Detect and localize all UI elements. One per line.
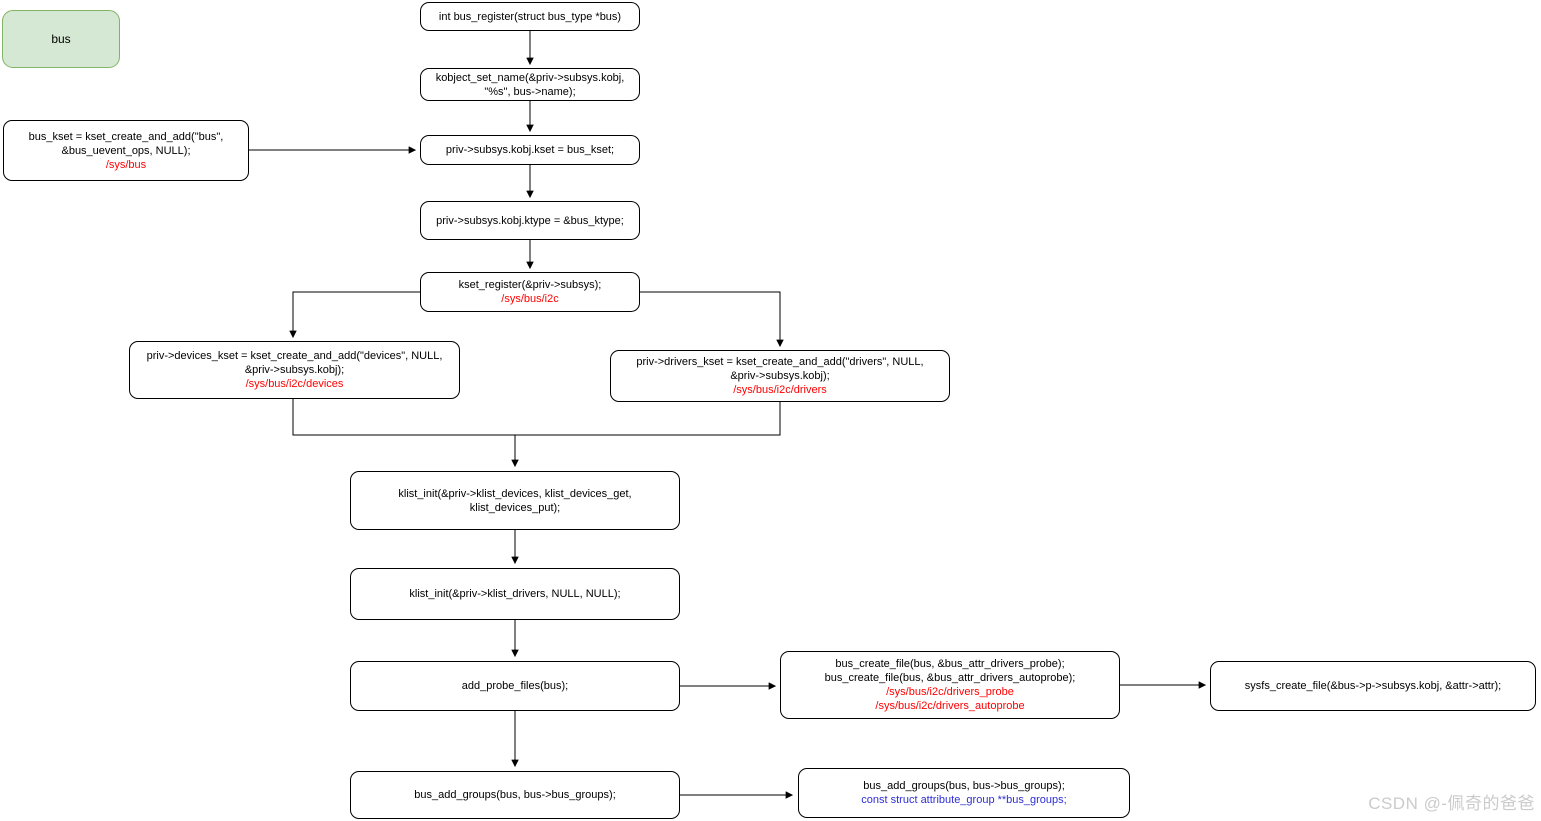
node-bus-add-groups-detail: bus_add_groups(bus, bus->bus_groups); co… [798, 768, 1130, 818]
code-line: bus_add_groups(bus, bus->bus_groups); [414, 789, 616, 801]
node-drivers-kset: priv->drivers_kset = kset_create_and_add… [610, 350, 950, 402]
node-sysfs-create-file: sysfs_create_file(&bus->p->subsys.kobj, … [1210, 661, 1536, 711]
code-line: kobject_set_name(&priv->subsys.kobj, [435, 71, 625, 84]
code-line: &priv->subsys.kobj); [730, 370, 830, 382]
node-label: bus [51, 32, 71, 46]
sysfs-path: /sys/bus/i2c/drivers [733, 384, 827, 396]
code-line: klist_devices_put); [469, 501, 561, 514]
code-line: add_probe_files(bus); [461, 680, 569, 692]
code-line: priv->subsys.kobj.kset = bus_kset; [445, 144, 615, 156]
node-devices-kset: priv->devices_kset = kset_create_and_add… [129, 341, 460, 399]
connector-ksetregister-to-deviceskset [289, 291, 420, 339]
node-bus-register: int bus_register(struct bus_type *bus) [420, 2, 640, 31]
node-kset-assign: priv->subsys.kobj.kset = bus_kset; [420, 135, 640, 165]
node-add-probe-files: add_probe_files(bus); [350, 661, 680, 711]
code-line: bus_create_file(bus, &bus_attr_drivers_a… [824, 672, 1076, 684]
sysfs-path: /sys/bus/i2c/drivers_probe [886, 686, 1014, 698]
node-bus: bus [2, 10, 120, 68]
csdn-watermark: CSDN @-佩奇的爸爸 [1368, 794, 1535, 813]
node-klist-init-drivers: klist_init(&priv->klist_drivers, NULL, N… [350, 568, 680, 620]
code-line: sysfs_create_file(&bus->p->subsys.kobj, … [1244, 680, 1502, 692]
code-line: priv->drivers_kset = kset_create_and_add… [636, 356, 924, 368]
type-annotation: const struct attribute_group **bus_group… [861, 794, 1067, 806]
sysfs-path: /sys/bus [105, 158, 147, 171]
connector-merge-devices-drivers [292, 399, 781, 436]
code-line: klist_init(&priv->klist_drivers, NULL, N… [409, 588, 621, 600]
sysfs-path: /sys/bus/i2c [501, 293, 559, 305]
node-klist-init-devices: klist_init(&priv->klist_devices, klist_d… [350, 471, 680, 530]
code-line: priv->subsys.kobj.ktype = &bus_ktype; [436, 214, 624, 227]
node-ktype-assign: priv->subsys.kobj.ktype = &bus_ktype; [420, 201, 640, 240]
node-bus-kset: bus_kset = kset_create_and_add("bus", &b… [3, 120, 249, 181]
code-line: klist_init(&priv->klist_devices, klist_d… [398, 487, 632, 500]
connector-ksetregister-to-driverskset [640, 291, 784, 348]
code-line: bus_kset = kset_create_and_add("bus", [28, 130, 224, 143]
code-line: bus_create_file(bus, &bus_attr_drivers_p… [835, 658, 1065, 670]
node-bus-add-groups: bus_add_groups(bus, bus->bus_groups); [350, 771, 680, 819]
code-line: &priv->subsys.kobj); [244, 364, 345, 376]
node-kset-register: kset_register(&priv->subsys); /sys/bus/i… [420, 272, 640, 312]
code-line: priv->devices_kset = kset_create_and_add… [146, 350, 443, 362]
sysfs-path: /sys/bus/i2c/drivers_autoprobe [875, 700, 1025, 712]
sysfs-path: /sys/bus/i2c/devices [245, 378, 344, 390]
code-line: int bus_register(struct bus_type *bus) [438, 10, 622, 23]
code-line: bus_add_groups(bus, bus->bus_groups); [863, 780, 1065, 792]
code-line: "%s", bus->name); [484, 85, 576, 98]
node-kobject-set-name: kobject_set_name(&priv->subsys.kobj, "%s… [420, 68, 640, 101]
node-bus-create-file: bus_create_file(bus, &bus_attr_drivers_p… [780, 651, 1120, 719]
code-line: kset_register(&priv->subsys); [458, 279, 602, 291]
code-line: &bus_uevent_ops, NULL); [61, 144, 191, 157]
